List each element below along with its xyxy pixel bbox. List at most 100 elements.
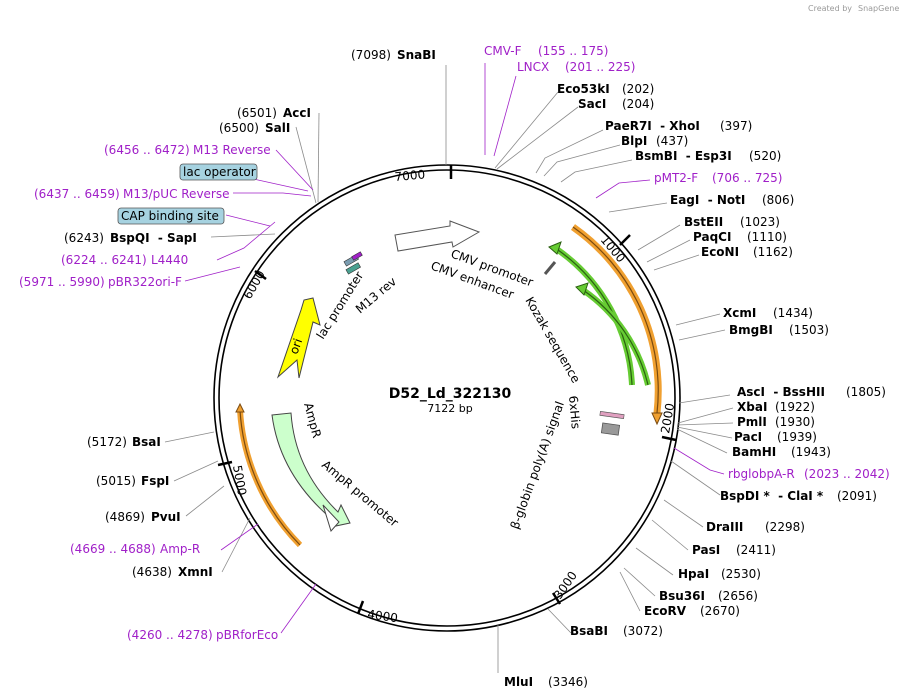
enzyme-xmni: XmnI: [178, 565, 213, 579]
enzyme-bspqi-sapi-position: (6243): [64, 231, 104, 245]
tick-label-2000: 2000: [658, 402, 677, 435]
backbone-outer-ring: [213, 164, 681, 632]
cap-binding-site-box: [117, 207, 225, 225]
tick-label-5000: 5000: [230, 464, 249, 497]
enzyme-bsai-position: (5172): [87, 435, 127, 449]
plasmid-name: D52_Ld_322130: [389, 386, 512, 402]
enzyme-blpi-position: (437): [656, 134, 688, 148]
primer-pbr322ori-f-range: (5971 .. 5990): [19, 275, 105, 289]
enzyme-paci-position: (1939): [777, 430, 817, 444]
his-tag-box: [599, 411, 625, 419]
cap-binding-site-label: CAP binding site: [121, 209, 219, 223]
enzyme-eagi-noti: EagI - NotI: [670, 193, 745, 207]
tick-mark-4000: [356, 600, 365, 615]
enzyme-fspi-position: (5015): [96, 474, 136, 488]
primer-cmv-f-range: (155 .. 175): [538, 44, 608, 58]
enzyme-paer7i-xhoi: PaeR7I - XhoI: [605, 119, 700, 133]
enzyme-paqci-position: (1110): [747, 230, 787, 244]
primer-l4440-range: (6224 .. 6241): [61, 253, 147, 267]
primer-lncx: LNCX: [517, 60, 549, 74]
enzyme-hpai: HpaI: [678, 567, 709, 581]
plasmid-size: 7122 bp: [427, 402, 472, 415]
enzyme-saci-position: (204): [622, 97, 654, 111]
enzyme-bsabi: BsaBI: [570, 624, 608, 638]
primer-rbglobpa-r: rbglobpA-R: [728, 467, 795, 481]
tick-label-3000: 3000: [551, 569, 580, 602]
enzyme-fspi: FspI: [141, 474, 169, 488]
enzyme-snabi: SnaBI: [397, 48, 436, 62]
enzyme-acci: AccI: [283, 106, 311, 120]
enzyme-paci: PacI: [734, 430, 762, 444]
lac-operator-box: [179, 163, 258, 181]
enzyme-mlui: MluI: [504, 675, 533, 689]
tick-mark-6000: [254, 269, 267, 281]
enzyme-pmli-position: (1930): [775, 415, 815, 429]
primer-m13-reverse: M13 Reverse: [193, 143, 271, 157]
primer-rbglobpa-r-range: (2023 .. 2042): [804, 467, 890, 481]
tick-label-6000: 6000: [240, 268, 267, 301]
enzyme-xcmi-position: (1434): [773, 306, 813, 320]
lac-region-marks: [343, 251, 363, 275]
enzyme-bamhi: BamHI: [732, 445, 776, 459]
primer-l4440: L4440: [151, 253, 188, 267]
green-feature-arrow-outer-core: [557, 249, 633, 386]
tick-mark-5000: [217, 460, 233, 467]
primer-m13-puc-reverse: M13/pUC Reverse: [123, 187, 230, 201]
ampr-promoter-arrow: [322, 504, 340, 532]
enzyme-sali-position: (6500): [219, 121, 259, 135]
lac-operator-label: lac operator: [183, 165, 256, 179]
enzyme-asci-bsshii: AscI - BssHII: [737, 385, 825, 399]
enzyme-xmni-position: (4638): [132, 565, 172, 579]
enzyme-snabi-position: (7098): [351, 48, 391, 62]
enzyme-sali: SalI: [265, 121, 290, 135]
enzyme-bmgbi: BmgBI: [729, 323, 773, 337]
primer-pbr322ori-f: pBR322ori-F: [108, 275, 182, 289]
enzyme-pasi-position: (2411): [736, 543, 776, 557]
enzyme-bsu36i-position: (2656): [718, 589, 758, 603]
enzyme-mlui-position: (3346): [548, 675, 588, 689]
enzyme-ecorv: EcoRV: [644, 604, 687, 618]
green-arrowhead-inner: [575, 282, 589, 296]
orange-arrow-left-core: [239, 409, 301, 546]
tick-mark-3000: [551, 592, 562, 605]
ampr-arrow: [271, 412, 351, 528]
tick-label-7000: 7000: [394, 167, 426, 184]
enzyme-econi-position: (1162): [753, 245, 793, 259]
enzyme-hpai-position: (2530): [721, 567, 761, 581]
primer-lncx-range: (201 .. 225): [565, 60, 635, 74]
enzyme-pasi: PasI: [692, 543, 720, 557]
primer-amp-r: Amp-R: [160, 542, 200, 556]
primer-leaders: [184, 63, 725, 634]
enzyme-bsmbi-esp3i: BsmBI - Esp3I: [635, 149, 732, 163]
enzyme-saci: SacI: [578, 97, 606, 111]
enzyme-draiii-position: (2298): [765, 520, 805, 534]
enzyme-acci-position: (6501): [237, 106, 277, 120]
enzyme-pmli: PmlI: [737, 415, 767, 429]
enzyme-bsai: BsaI: [132, 435, 161, 449]
orange-arrowhead-left: [235, 402, 245, 413]
primer-amp-r-range: (4669 .. 4688): [70, 542, 156, 556]
enzyme-econi: EcoNI: [701, 245, 739, 259]
enzyme-blpi: BlpI: [621, 134, 647, 148]
enzyme-bsmbi-esp3i-position: (520): [749, 149, 781, 163]
enzyme-ecorv-position: (2670): [700, 604, 740, 618]
cmv-enhancer-promoter-arrow: [394, 220, 481, 252]
enzyme-xbai: XbaI: [737, 400, 767, 414]
enzyme-bspdi-clai: BspDI * - ClaI *: [720, 489, 824, 503]
credit-prefix: Created by: [808, 4, 852, 13]
green-arrowhead-outer: [548, 241, 562, 255]
enzyme-xcmi: XcmI: [723, 306, 756, 320]
enzyme-eagi-noti-position: (806): [762, 193, 794, 207]
orange-orf-arrow-right-core: [572, 226, 659, 414]
label-ori: ori: [287, 337, 305, 356]
orange-orf-arrowhead: [651, 412, 663, 426]
enzyme-bsteii-position: (1023): [740, 215, 780, 229]
backbone-inner-ring: [218, 169, 676, 627]
label-polya: β-globin poly(A) signal: [508, 399, 567, 531]
enzyme-bsu36i: Bsu36I: [659, 589, 705, 603]
enzyme-bspdi-clai-position: (2091): [837, 489, 877, 503]
primer-pbrforeco-range: (4260 .. 4278): [127, 628, 213, 642]
primer-m13-reverse-range: (6456 .. 6472): [104, 143, 190, 157]
polya-signal-box: [600, 422, 621, 436]
